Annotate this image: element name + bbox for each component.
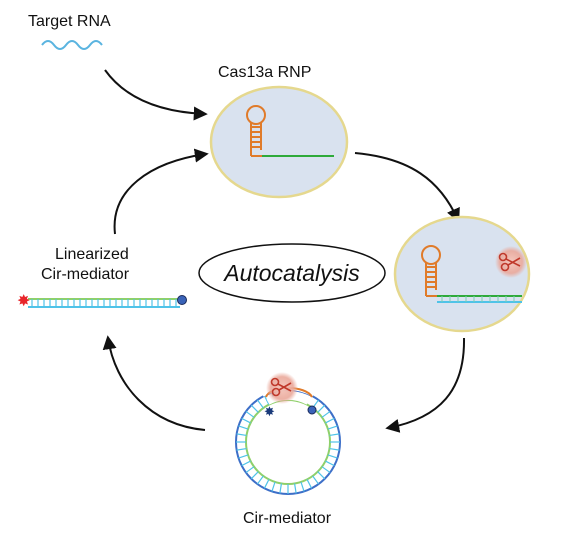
base-pair-rung: [325, 417, 335, 424]
target-rna-wave: [41, 40, 103, 50]
cas13a-rnp-label: Cas13a RNP: [218, 64, 311, 81]
autocatalysis-ellipse: [198, 243, 386, 303]
arrow-activated-to-cirmediator: [385, 337, 466, 433]
base-pair-rung: [317, 404, 326, 413]
base-pair-rung: [329, 447, 340, 451]
base-pair-rung: [329, 433, 340, 437]
fluorophore-star-icon: ✸: [264, 405, 275, 420]
linearized-label-line1: Linearized: [55, 246, 129, 263]
arrow-rnp-to-activated: [354, 152, 460, 223]
linearized-cir-mediator: ✸: [17, 291, 187, 310]
base-pair-rung: [238, 454, 249, 459]
scissors-icon: [495, 246, 527, 278]
cir-mediator-label: Cir-mediator: [243, 510, 332, 527]
fluorophore-star-icon: ✸: [17, 291, 30, 310]
arrow-cirmediator-to-linearized: [102, 335, 206, 431]
base-pair-rung: [306, 479, 313, 489]
base-pair-rung: [236, 433, 247, 437]
base-pair-rung: [300, 481, 305, 492]
base-pair-rung: [271, 481, 276, 492]
base-pair-rung: [317, 471, 326, 480]
scissors-icon: [266, 372, 298, 404]
hairpin-crRNA-icon: [246, 105, 266, 157]
autocatalysis-label: Autocatalysis: [222, 260, 360, 286]
base-pair-rung: [256, 399, 264, 409]
hairpin-crRNA-icon: [421, 245, 441, 297]
linearized-label-line2: Cir-mediator: [41, 266, 130, 283]
base-pair-rung: [312, 475, 320, 485]
base-pair-rung: [236, 447, 247, 451]
base-pair-rung: [325, 460, 335, 467]
base-pair-rung: [241, 417, 251, 424]
quencher-dot-icon: [307, 405, 317, 415]
arrow-target-to-rnp: [104, 69, 208, 121]
base-pair-rung: [321, 410, 331, 418]
quencher-dot-icon: [177, 295, 187, 305]
base-pair-rung: [241, 460, 251, 467]
base-pair-rung: [327, 454, 338, 459]
cas13a-rnp-complex: [209, 85, 349, 199]
base-pair-rung: [256, 475, 264, 485]
base-pair-rung: [293, 483, 297, 494]
base-pair-rung: [245, 466, 255, 474]
base-pair-rung: [263, 479, 270, 489]
base-pair-rung: [250, 404, 259, 413]
base-pair-rung: [250, 471, 259, 480]
base-pair-rung: [279, 483, 283, 494]
base-pair-rung: [321, 466, 331, 474]
arrow-linearized-to-rnp: [113, 148, 209, 235]
cir-mediator-circle: ✸: [235, 372, 341, 495]
activated-cas13a-complex: [393, 215, 531, 333]
base-pair-rung: [327, 425, 338, 430]
base-pair-rung: [263, 395, 270, 405]
target-rna-label: Target RNA: [28, 13, 111, 30]
base-pair-rung: [238, 425, 249, 430]
base-pair-rung: [245, 410, 255, 418]
